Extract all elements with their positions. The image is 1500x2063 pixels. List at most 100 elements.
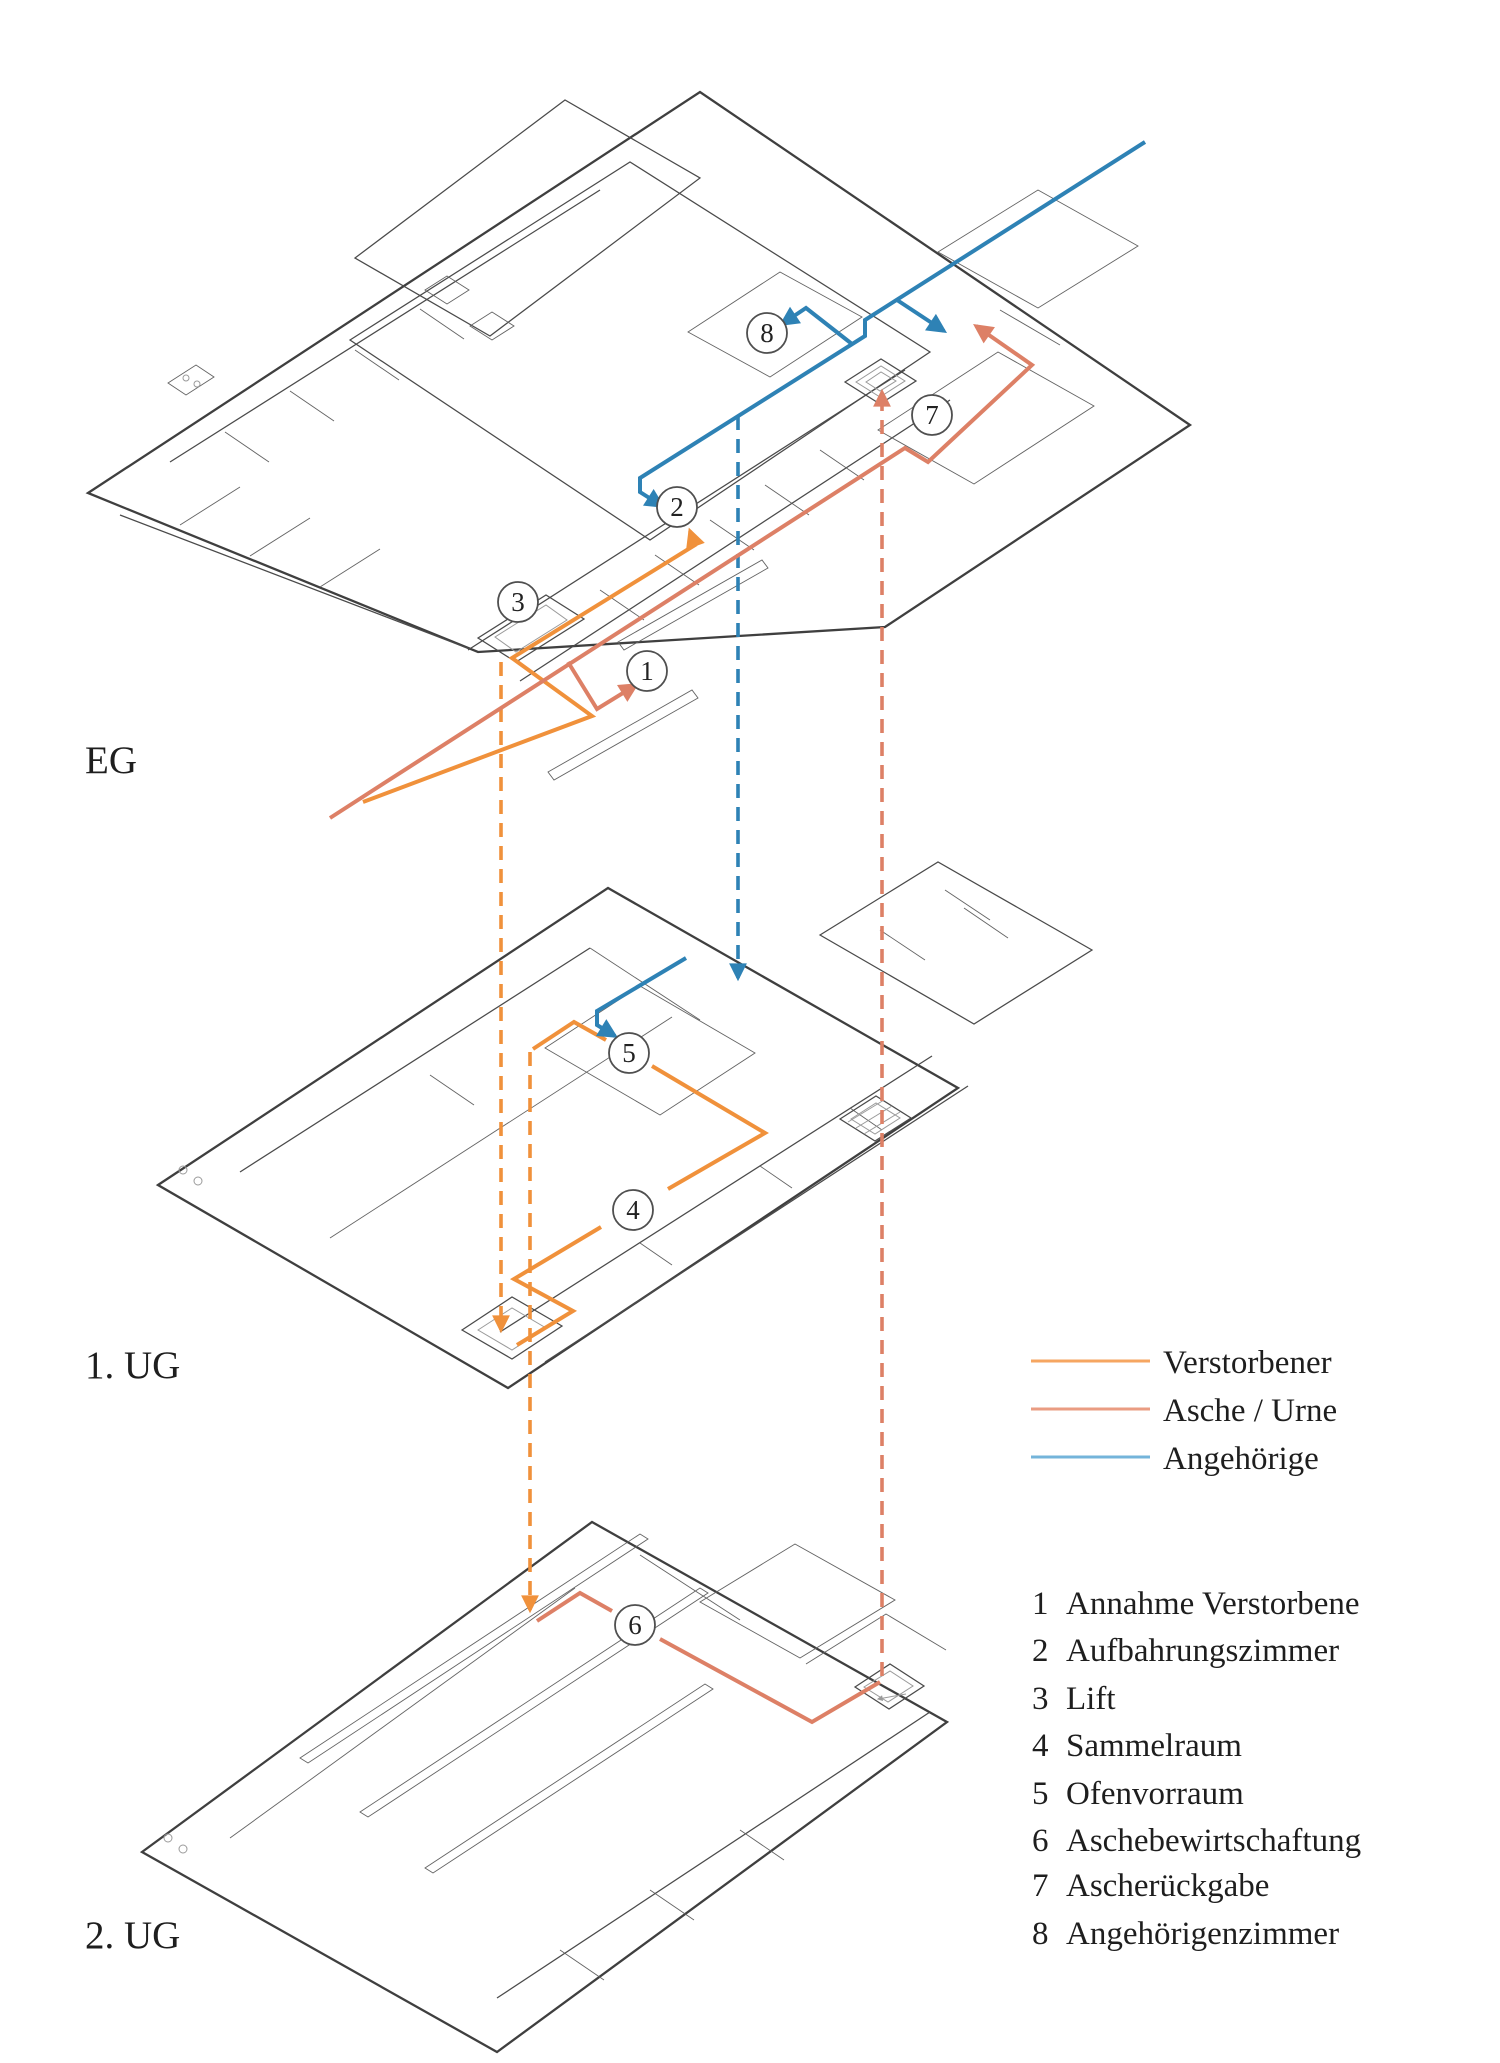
ug1-lift bbox=[838, 1095, 913, 1142]
room-list-item-5: 5 Ofenvorraum bbox=[1032, 1776, 1244, 1812]
legend-item-deceased: Verstorbener bbox=[1031, 1345, 1332, 1381]
room-list-number: 1 bbox=[1032, 1586, 1049, 1622]
room-list-item-4: 4 Sammelraum bbox=[1032, 1728, 1242, 1764]
ug2-lift-arrow bbox=[876, 1693, 907, 1702]
ashes-path-ug2 bbox=[535, 1590, 882, 1725]
marker-room-4-number: 4 bbox=[626, 1195, 640, 1225]
room-list-number: 5 bbox=[1032, 1776, 1049, 1812]
marker-room-1-number: 1 bbox=[640, 656, 654, 686]
room-list-item-8: 8 Angehörigenzimmer bbox=[1032, 1916, 1339, 1952]
marker-room-7: 7 bbox=[911, 394, 953, 436]
room-list-name: Aufbahrungszimmer bbox=[1066, 1633, 1339, 1669]
relatives-path-eg-entry-branch bbox=[895, 298, 948, 333]
room-list-name: Ofenvorraum bbox=[1066, 1776, 1244, 1812]
ug1-dividers bbox=[429, 889, 1009, 1266]
marker-room-7-number: 7 bbox=[925, 400, 939, 430]
ug1-corner-dots bbox=[178, 1165, 203, 1186]
marker-room-2: 2 bbox=[656, 486, 698, 528]
ug2-dividers bbox=[559, 1829, 785, 1981]
marker-room-6-number: 6 bbox=[628, 1610, 642, 1640]
ug2-outline bbox=[139, 1520, 950, 2054]
eg-urn-lift bbox=[843, 358, 918, 405]
floor-plan-ug2 bbox=[139, 1520, 950, 2054]
marker-room-3-number: 3 bbox=[511, 587, 525, 617]
room-list-number: 7 bbox=[1032, 1868, 1049, 1904]
floor-label-ug2: 2. UG bbox=[85, 1914, 180, 1957]
eg-ramp-bars bbox=[547, 559, 769, 781]
eg-ne-rooms bbox=[687, 189, 1139, 485]
flow-paths bbox=[328, 140, 1147, 1725]
room-list-number: 2 bbox=[1032, 1633, 1049, 1669]
marker-room-1: 1 bbox=[626, 650, 668, 692]
eg-left-band-wall bbox=[169, 189, 601, 463]
marker-room-3: 3 bbox=[497, 581, 539, 623]
legend: Verstorbener Asche / Urne Angehörige bbox=[1031, 1345, 1337, 1477]
floor-labels: EG 1. UG 2. UG bbox=[85, 739, 180, 1957]
eg-sw-band-wall bbox=[119, 514, 471, 650]
eg-outline bbox=[85, 90, 1193, 654]
room-list-number: 8 bbox=[1032, 1916, 1049, 1952]
legend-item-ashes: Asche / Urne bbox=[1031, 1393, 1337, 1429]
room-list-item-7: 7 Ascherückgabe bbox=[1032, 1868, 1269, 1904]
ug1-room5-walls bbox=[544, 985, 756, 1116]
marker-room-5: 5 bbox=[608, 1032, 650, 1074]
room-list-item-6: 6 Aschebewirtschaftung bbox=[1032, 1823, 1361, 1859]
marker-room-4: 4 bbox=[612, 1189, 654, 1231]
eg-left-band-dividers bbox=[224, 308, 465, 463]
eg-annex bbox=[353, 99, 702, 341]
ashes-path-eg-main bbox=[328, 323, 1036, 820]
deceased-path-eg bbox=[362, 527, 705, 804]
marker-room-2-number: 2 bbox=[670, 492, 684, 522]
room-list-number: 3 bbox=[1032, 1681, 1049, 1717]
room-list-name: Ascherückgabe bbox=[1066, 1868, 1269, 1904]
eg-room-dividers bbox=[599, 449, 865, 621]
room-list-name: Aschebewirtschaftung bbox=[1066, 1823, 1361, 1859]
room-list-item-1: 1 Annahme Verstorbene bbox=[1032, 1586, 1360, 1622]
legend-label-relatives: Angehörige bbox=[1163, 1441, 1319, 1477]
ug2-hall-wall bbox=[229, 1587, 576, 1839]
legend-label-deceased: Verstorbener bbox=[1163, 1345, 1332, 1381]
eg-stove-symbol bbox=[167, 364, 215, 396]
relatives-path-ug1 bbox=[595, 956, 688, 1038]
ug2-corner-dots bbox=[163, 1833, 188, 1854]
ug1-outline bbox=[155, 886, 961, 1390]
legend-item-relatives: Angehörige bbox=[1031, 1441, 1319, 1477]
room-list: 1 Annahme Verstorbene 2 Aufbahrungszimme… bbox=[1032, 1586, 1361, 1952]
eg-courtyard bbox=[348, 161, 932, 541]
eg-room-7 bbox=[877, 351, 1095, 485]
room-list-item-3: 3 Lift bbox=[1032, 1681, 1115, 1717]
eg-sw-band-dividers bbox=[179, 486, 381, 588]
eg-room-8 bbox=[687, 271, 863, 378]
room-list-item-2: 2 Aufbahrungszimmer bbox=[1032, 1633, 1339, 1669]
ug1-corridor-nw bbox=[499, 1055, 933, 1333]
ug2-lift bbox=[853, 1663, 926, 1710]
room-list-name: Angehörigenzimmer bbox=[1066, 1916, 1339, 1952]
marker-room-8: 8 bbox=[746, 312, 788, 354]
floor-label-ug1: 1. UG bbox=[85, 1344, 180, 1387]
room-list-number: 4 bbox=[1032, 1728, 1049, 1764]
marker-room-5-number: 5 bbox=[622, 1038, 636, 1068]
relatives-path-eg-room8-branch bbox=[779, 305, 854, 346]
marker-room-6: 6 bbox=[614, 1604, 656, 1646]
ug1-wing bbox=[818, 861, 1094, 1025]
eg-entry-room bbox=[937, 189, 1139, 309]
ug1-corridor-se bbox=[544, 1085, 969, 1363]
relatives-path-eg-main bbox=[638, 140, 1147, 508]
floor-label-eg: EG bbox=[85, 739, 137, 782]
eg-skylight-2 bbox=[469, 311, 515, 341]
ug1-hall-wall-1 bbox=[239, 947, 591, 1173]
vertical-connectors bbox=[492, 388, 891, 1676]
eg-corridor-wall-se bbox=[519, 399, 951, 682]
legend-label-ashes: Asche / Urne bbox=[1163, 1393, 1337, 1429]
ashes-path-eg-branch bbox=[566, 660, 640, 712]
room-markers: 1 2 3 4 5 6 7 8 bbox=[497, 312, 953, 1646]
room-list-name: Sammelraum bbox=[1066, 1728, 1242, 1764]
marker-room-8-number: 8 bbox=[760, 318, 774, 348]
room-list-number: 6 bbox=[1032, 1823, 1049, 1859]
floor-plan-ug1 bbox=[155, 861, 1094, 1390]
room-list-name: Annahme Verstorbene bbox=[1066, 1586, 1360, 1622]
floor-plan-eg bbox=[85, 90, 1193, 781]
eg-skylight-1 bbox=[424, 275, 470, 305]
